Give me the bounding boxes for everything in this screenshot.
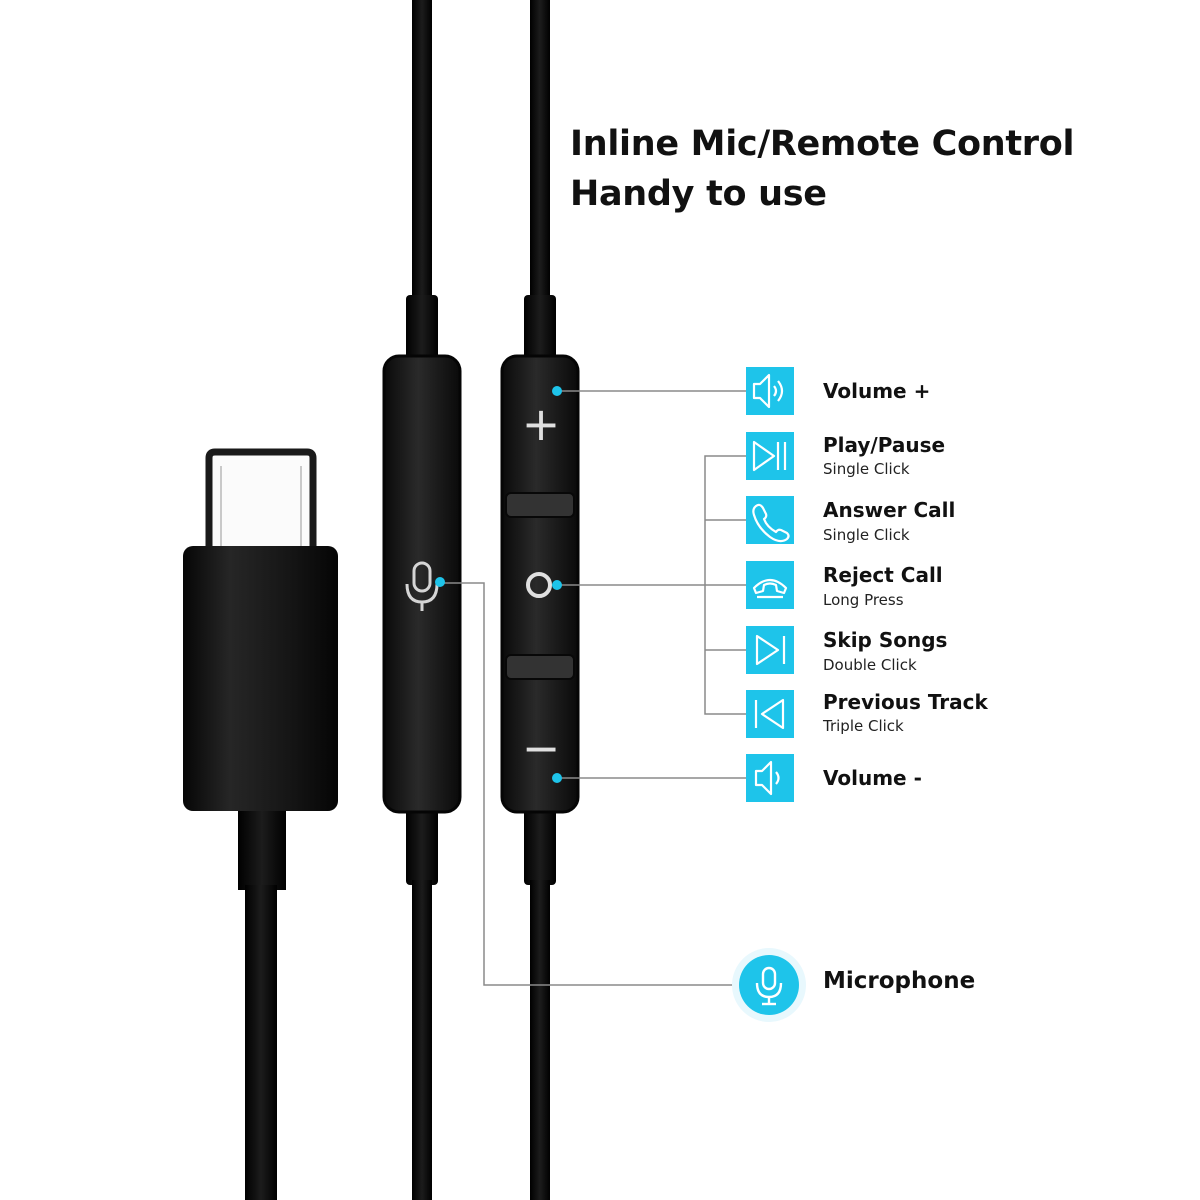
remote-center-button-symbol bbox=[526, 572, 552, 598]
phone-reject-icon bbox=[746, 561, 794, 609]
volume-up-icon bbox=[746, 367, 794, 415]
headline-line-2: Handy to use bbox=[570, 174, 827, 214]
mic-pod bbox=[382, 354, 462, 814]
plug-cable bbox=[245, 885, 277, 1200]
left-cable bbox=[382, 0, 462, 1200]
microphone-icon bbox=[732, 948, 806, 1022]
skip-forward-icon bbox=[746, 626, 794, 674]
feature-sub-answer-call: Single Click bbox=[823, 526, 910, 544]
feature-sub-skip-songs: Double Click bbox=[823, 656, 917, 674]
feature-label-previous-track: Previous Track bbox=[823, 690, 988, 714]
feature-label-microphone: Microphone bbox=[823, 968, 976, 994]
feature-label-skip-songs: Skip Songs bbox=[823, 628, 948, 652]
right-cable: + − bbox=[500, 0, 580, 1200]
remote-plus-symbol: + bbox=[522, 397, 561, 451]
feature-sub-reject-call: Long Press bbox=[823, 591, 904, 609]
usb-c-connector bbox=[205, 448, 317, 546]
remote-divider-lower bbox=[505, 654, 575, 680]
feature-label-reject-call: Reject Call bbox=[823, 563, 943, 587]
pod-microphone-icon bbox=[405, 561, 439, 611]
volume-down-icon bbox=[746, 754, 794, 802]
headline-line-1: Inline Mic/Remote Control bbox=[570, 124, 1075, 164]
remote-minus-symbol: − bbox=[522, 721, 561, 775]
plug-strain-relief bbox=[238, 805, 286, 890]
leader-lines bbox=[440, 390, 746, 986]
callout-dots bbox=[435, 386, 562, 783]
remote-pod bbox=[500, 354, 580, 814]
feature-label-volume-down: Volume - bbox=[823, 766, 922, 790]
feature-sub-previous-track: Triple Click bbox=[823, 717, 904, 735]
plug-housing bbox=[183, 546, 338, 811]
feature-sub-play-pause: Single Click bbox=[823, 460, 910, 478]
feature-label-volume-up: Volume + bbox=[823, 379, 931, 403]
usb-c-plug bbox=[183, 448, 338, 1200]
skip-back-icon bbox=[746, 690, 794, 738]
play-pause-icon bbox=[746, 432, 794, 480]
feature-label-answer-call: Answer Call bbox=[823, 498, 956, 522]
phone-answer-icon bbox=[746, 496, 794, 544]
remote-divider-upper bbox=[505, 492, 575, 518]
feature-label-play-pause: Play/Pause bbox=[823, 433, 946, 457]
